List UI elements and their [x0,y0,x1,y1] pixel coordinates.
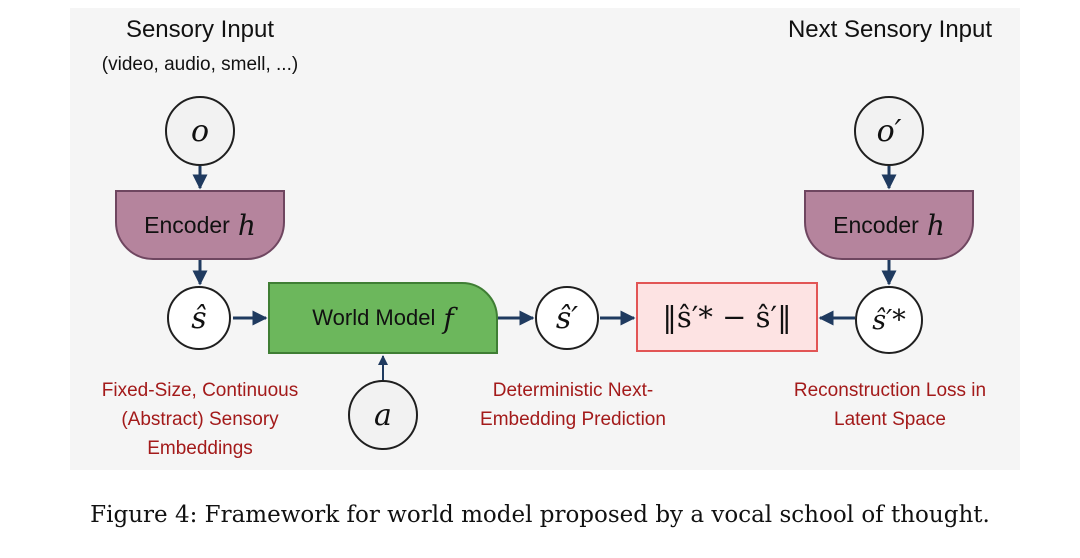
annotation-reconstruction-line-2: Latent Space [834,409,946,430]
annotation-embeddings-line-2: (Abstract) Sensory [121,409,279,430]
encoder-left-symbol: h [237,208,256,242]
world-model-box: World Model f [268,282,498,354]
node-s-hat: ŝ [167,286,231,350]
annotation-embeddings-line-3: Embeddings [147,438,253,459]
encoder-right-symbol: h [926,208,945,242]
annotation-prediction: Deterministic Next- Embedding Prediction [443,376,703,434]
world-model-symbol: f [443,301,454,335]
annotation-prediction-line-1: Deterministic Next- [492,380,654,401]
encoder-left-label: Encoder [144,211,230,238]
encoder-left: Encoder h [115,190,285,260]
loss-box: ‖ŝ′* − ŝ′‖ [636,282,818,352]
next-sensory-input-title: Next Sensory Input [787,16,993,43]
node-s-hat-prime: ŝ′ [535,286,599,350]
node-o-prime: o′ [854,96,924,166]
node-a: a [348,380,418,450]
loss-formula: ‖ŝ′* − ŝ′‖ [662,300,792,334]
node-s-hat-prime-star: ŝ′* [855,286,923,354]
sensory-input-title: Sensory Input [125,16,275,43]
encoder-right-label: Encoder [833,211,919,238]
annotation-embeddings-line-1: Fixed-Size, Continuous [101,380,299,401]
node-o: o [165,96,235,166]
annotation-reconstruction-line-1: Reconstruction Loss in [793,380,987,401]
sensory-input-subtitle: (video, audio, smell, ...) [101,54,299,75]
world-model-label: World Model [312,305,436,330]
encoder-right: Encoder h [804,190,974,260]
annotation-embeddings: Fixed-Size, Continuous (Abstract) Sensor… [60,376,340,463]
annotation-prediction-line-2: Embedding Prediction [480,409,666,430]
figure-caption: Figure 4: Framework for world model prop… [90,502,990,528]
annotation-reconstruction: Reconstruction Loss in Latent Space [750,376,1030,434]
